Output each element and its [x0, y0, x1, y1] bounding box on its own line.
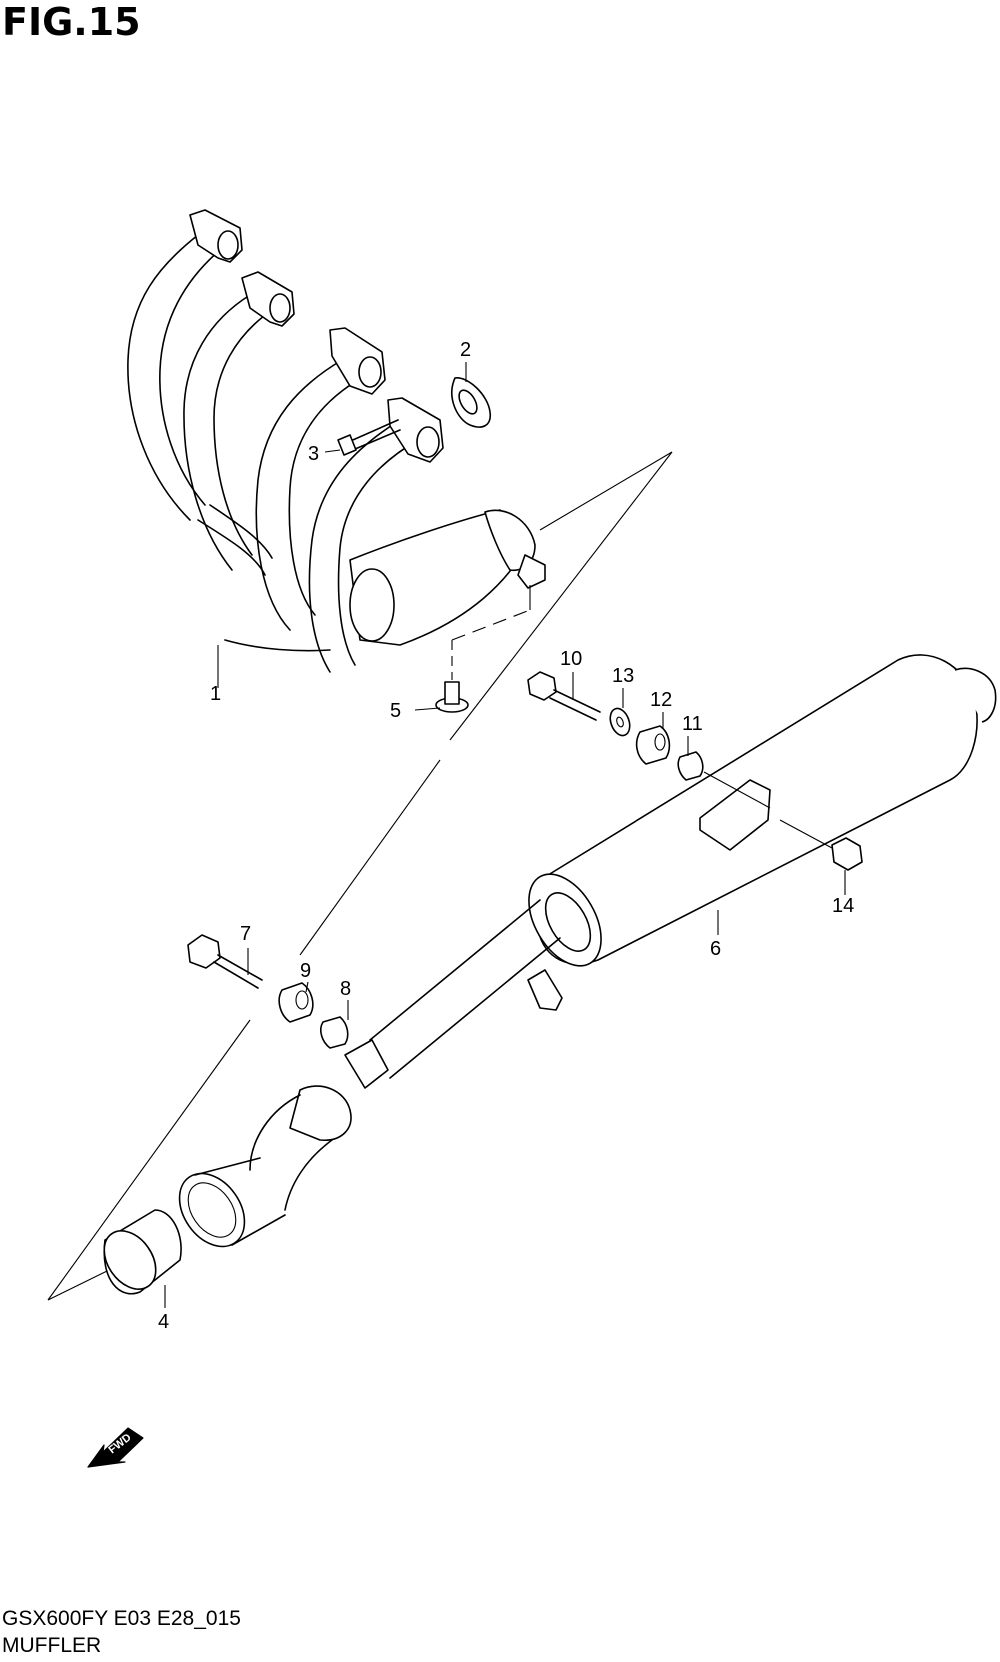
figure-code: GSX600FY E03 E28_015 — [2, 1607, 241, 1630]
gasket-part — [451, 377, 492, 428]
callout-4: 4 — [158, 1311, 169, 1333]
callout-9: 9 — [300, 960, 311, 982]
callout-10: 10 — [560, 648, 582, 670]
nut-part-14 — [779, 819, 863, 871]
callout-2: 2 — [460, 339, 471, 361]
bolt-part-7 — [187, 934, 263, 989]
collar-part-11 — [677, 751, 771, 809]
cushion-part-9 — [278, 982, 314, 1023]
fwd-direction-badge: FWD — [87, 1427, 144, 1468]
assembly-bracket-lines — [47, 451, 673, 1301]
connector-sleeve-part — [103, 1209, 182, 1295]
callout-11: 11 — [682, 713, 703, 735]
exhaust-header-pipes — [127, 209, 546, 673]
figure-title: FIG.15 — [2, 0, 141, 44]
muffler-body — [527, 654, 997, 1011]
callout-7: 7 — [240, 923, 251, 945]
callout-8: 8 — [340, 978, 351, 1000]
callout-12: 12 — [650, 689, 672, 711]
collar-part-8 — [320, 1016, 349, 1049]
callout-13: 13 — [612, 665, 634, 687]
callout-6: 6 — [710, 938, 721, 960]
connecting-pipe — [249, 899, 561, 1211]
bolt-part-5 — [435, 585, 531, 713]
cushion-part-12 — [635, 725, 671, 765]
callout-leader-lines — [164, 362, 846, 1308]
callout-14: 14 — [832, 895, 854, 917]
callout-3: 3 — [308, 443, 319, 465]
callout-labels: 1 2 3 4 5 6 7 8 9 10 11 12 13 14 — [158, 339, 854, 1333]
callout-1: 1 — [210, 683, 221, 705]
bolt-part-10 — [527, 671, 601, 721]
stud-bolt-part — [337, 419, 401, 456]
washer-part-13 — [609, 707, 631, 737]
figure-name: MUFFLER — [2, 1634, 102, 1657]
callout-5: 5 — [390, 700, 401, 722]
inlet-slip-pipe — [178, 1157, 286, 1248]
